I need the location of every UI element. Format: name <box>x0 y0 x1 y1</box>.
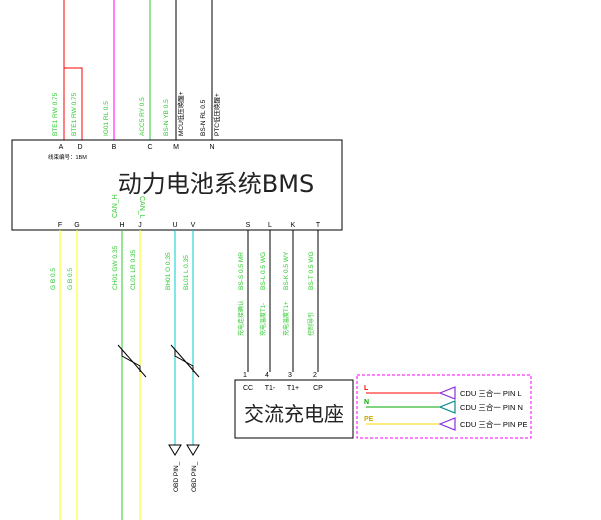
socket-pin-number: 1 <box>243 372 247 379</box>
bms-pin-label: D <box>77 144 82 151</box>
bms-harness-note: 线束编号：1BM <box>48 153 87 161</box>
cdu-pin-label: CDU 三合一 PIN N <box>460 402 523 412</box>
signal-label: 控制导引 <box>307 312 315 336</box>
cdu-tag-pe: PE <box>364 416 374 423</box>
twisted-pair-symbol <box>121 350 141 372</box>
cdu-pin-label: CDU 三合一 PIN PE <box>460 419 528 429</box>
signal-label: 充电温度T1- <box>259 303 267 336</box>
bms-pin-label: J <box>138 222 142 229</box>
bms-pin-label: F <box>58 222 62 229</box>
bottom-wire-label: CL01 LR 0.35 <box>130 250 137 290</box>
socket-pin-number: 2 <box>313 372 317 379</box>
socket-pin-number: 4 <box>265 372 269 379</box>
socket-pin-number: 3 <box>288 372 292 379</box>
bottom-wire-label: BL01 L 0.35 <box>183 255 190 290</box>
cdu-arrow-icon <box>438 386 456 400</box>
cdu-tag-l: L <box>364 385 369 392</box>
twisted-pair-symbol <box>174 350 194 372</box>
bottom-wire-label: G B 0.5 <box>67 268 74 290</box>
bms-pin-label: B <box>112 144 117 151</box>
top-wire-label: ACC5 RY 0.5 <box>139 97 146 136</box>
top-wire-label: BS-N YB 0.5 <box>163 99 170 136</box>
top-wire-label: BTE1 RW 0.75 <box>71 92 78 136</box>
twisted-pair-symbol <box>170 344 200 378</box>
bms-pin-label: G <box>74 222 79 229</box>
bottom-wire-label: BH01 O 0.35 <box>165 252 172 290</box>
cdu-dashed-box <box>356 374 532 439</box>
bms-pin-label: K <box>291 222 296 229</box>
socket-pin-name: CP <box>313 385 323 392</box>
bms-title: 动力电池系统BMS <box>118 170 314 198</box>
bms-pin-label: T <box>316 222 321 229</box>
bms-pin-label: C <box>147 144 152 151</box>
bms-pin-label: H <box>119 222 124 229</box>
twisted-pair-symbol <box>117 344 147 378</box>
bms-pin-label: N <box>209 144 214 151</box>
bms-pin-label: M <box>173 144 179 151</box>
bottom-wire-label: CH01 GW 0.35 <box>112 246 119 290</box>
bottom-wire-label: BS-L 0.5 WG <box>260 252 267 290</box>
bms-pin-label: S <box>246 222 251 229</box>
bms-pin-label: U <box>172 222 177 229</box>
bottom-wire-label: BS-T 0.5 WG <box>308 251 315 290</box>
cdu-pin-label: CDU 三合一 PIN L <box>460 388 522 398</box>
signal-label: 充电温度T1+ <box>282 301 290 336</box>
bottom-wire-label: BS-K 0.5 WY <box>283 251 290 290</box>
bms-pin-label: V <box>191 222 196 229</box>
bms-pin-label: A <box>59 144 64 151</box>
obd-arrow-icon <box>168 444 182 456</box>
obd-label: OBD PIN_ <box>191 461 198 492</box>
socket-pin-name: T1- <box>265 385 276 392</box>
obd-arrow-icon <box>186 444 200 456</box>
can-h-label: CAN_H <box>112 194 119 218</box>
top-wire-label: BS-N RL 0.5 <box>200 99 207 136</box>
socket-pin-name: CC <box>243 385 253 392</box>
top-wire-label: BTE1 RW 0.75 <box>52 92 59 136</box>
bms-pin-label: L <box>268 222 272 229</box>
charging-socket-box <box>234 379 354 439</box>
socket-pin-name: T1+ <box>287 385 299 392</box>
cdu-tag-n: N <box>364 399 369 406</box>
top-wire-label: IG01 RL 0.5 <box>103 101 110 136</box>
cdu-arrow-icon <box>438 417 456 431</box>
bottom-wire-label: G B 0.5 <box>50 268 57 290</box>
bottom-wire-label: BS-S 0.5 MR <box>238 252 245 290</box>
signal-label: 充电连接确认 <box>237 300 245 336</box>
can-l-label: CAN_L <box>138 196 145 219</box>
obd-label: OBD PIN_ <box>173 461 180 492</box>
cdu-arrow-icon <box>438 400 456 414</box>
charging-socket-title: 交流充电座 <box>244 402 344 426</box>
bms-box <box>11 139 343 231</box>
wire-red-d <box>64 67 83 140</box>
top-wire-label: MCU低压唤醒+ <box>176 91 185 136</box>
top-wire-label: PTC低压唤醒+ <box>212 93 221 136</box>
